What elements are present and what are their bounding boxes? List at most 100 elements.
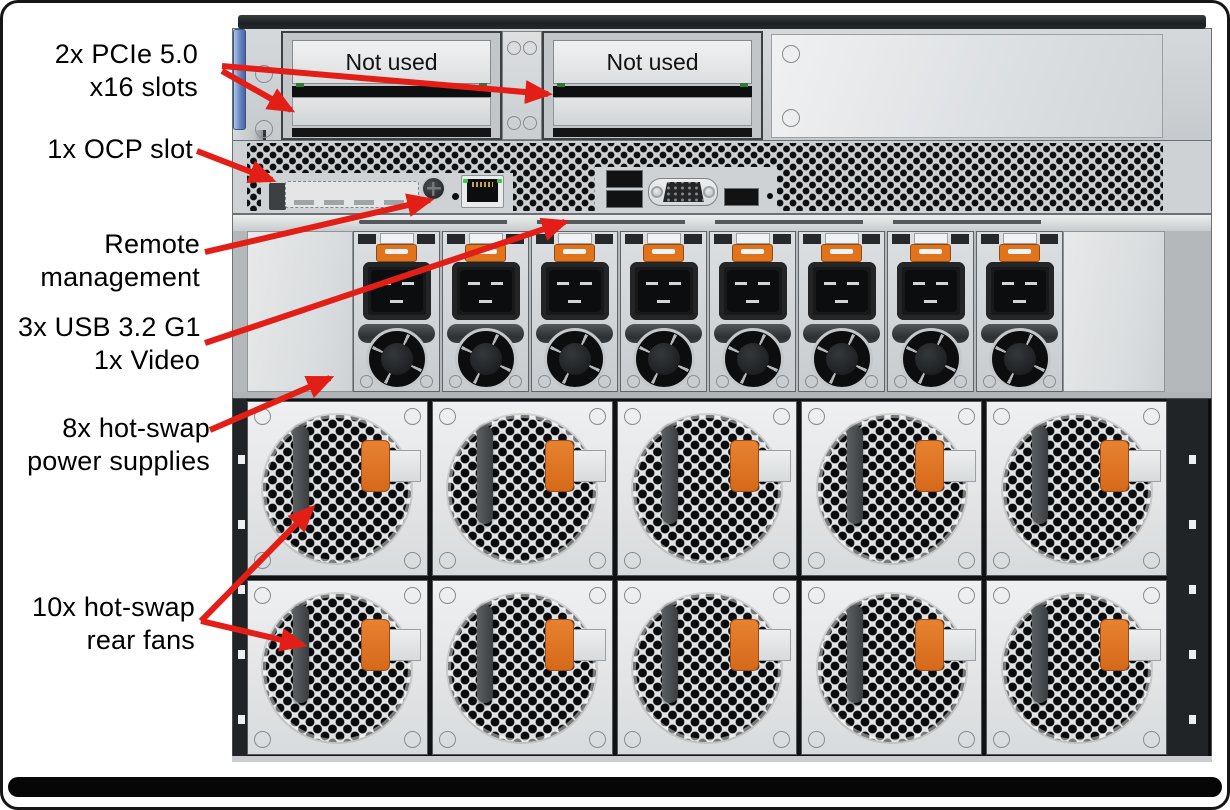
fan-handle [1031, 605, 1048, 703]
screw-icon [438, 587, 456, 604]
psu-module [353, 231, 440, 392]
callout-line: x16 slots [89, 72, 198, 102]
screw-icon [588, 587, 606, 604]
screw-icon [1143, 731, 1160, 748]
psu-release-latch [821, 244, 862, 262]
release-latch-left [233, 29, 246, 130]
psu-bay-blank-right [1063, 231, 1165, 392]
screw-icon [1143, 552, 1160, 569]
fan-module [431, 580, 613, 755]
usb-port-icon [606, 170, 643, 188]
pcie-slot-filler-plate: Not used [292, 40, 491, 84]
pcie-riser-section: Not used Not used [232, 28, 1212, 338]
pinhole-icon [767, 193, 773, 199]
callout-power-supplies: 8x hot-swap power supplies [16, 412, 210, 478]
psu-pull-tab [1002, 233, 1037, 244]
callout-pcie-slots: 2x PCIe 5.0 x16 slots [20, 38, 198, 104]
pcie-slot-blank [292, 97, 491, 126]
rj45-management-port-icon [461, 175, 504, 208]
callout-line: 3x USB 3.2 G1 [18, 312, 201, 342]
psu-pull-tab [646, 233, 681, 244]
psu-fan-icon [899, 328, 962, 390]
psu-vent [981, 234, 1000, 244]
fan-grille-icon [448, 414, 597, 563]
psu-vent [803, 234, 822, 244]
psu-module [620, 231, 707, 392]
screw-icon [993, 587, 1011, 604]
screw-icon [254, 587, 271, 604]
screw-icon [982, 375, 996, 388]
fan-release-latch [360, 619, 390, 671]
screw-icon [523, 41, 537, 55]
screw-icon [509, 375, 523, 388]
port-led-icon [463, 179, 468, 183]
fan-handle [1031, 426, 1048, 524]
psu-vent [416, 234, 435, 244]
screw-icon [623, 731, 641, 748]
psu-pull-tab [557, 233, 592, 244]
screw-icon [773, 552, 791, 569]
vga-screw-icon [703, 186, 715, 198]
fan-section [232, 398, 1212, 760]
screw-icon [254, 731, 271, 748]
psu-vent [505, 234, 524, 244]
screw-icon [958, 731, 976, 748]
fan-module [986, 401, 1167, 576]
psu-fan-icon [543, 328, 606, 390]
psu-module [442, 231, 529, 392]
screw-icon [808, 552, 826, 569]
ocp-slot [285, 181, 419, 208]
fan-grille-icon [817, 593, 966, 742]
fan-latch-tab [387, 629, 422, 661]
psu-release-latch [732, 244, 773, 262]
psu-power-inlet-icon [896, 262, 965, 320]
callout-rear-fans: 10x hot-swap rear fans [14, 591, 195, 657]
vga-port-icon [648, 178, 718, 206]
psu-fan-icon [721, 328, 784, 390]
callout-line: power supplies [27, 446, 210, 476]
pcie-riser-1: Not used [281, 31, 502, 140]
callout-remote-management: Remote management [20, 228, 200, 294]
screw-icon [808, 587, 826, 604]
usb-port-icon [606, 190, 643, 208]
psu-power-inlet-icon [362, 262, 431, 320]
fan-handle [662, 605, 679, 703]
psu-module [709, 231, 796, 392]
fan-cage-wall-right [1167, 399, 1211, 759]
fan-release-latch [1099, 440, 1129, 492]
screw-icon [958, 587, 976, 604]
screw-icon [588, 731, 606, 748]
fan-grille-icon [632, 593, 781, 742]
screw-icon [773, 587, 791, 604]
fan-release-latch [730, 619, 760, 671]
fan-module [247, 580, 428, 755]
fan-handle [292, 605, 309, 703]
psu-release-latch [376, 244, 417, 262]
psu-vent [861, 234, 880, 244]
rear-io-section [232, 140, 1212, 214]
fan-latch-tab [757, 450, 792, 482]
fan-handle [477, 426, 494, 524]
fan-release-latch [915, 619, 945, 671]
fan-latch-tab [757, 629, 792, 661]
screw-icon [804, 375, 818, 388]
screw-icon [438, 731, 456, 748]
screw-icon [808, 731, 826, 748]
chassis-top-edge [238, 15, 1206, 29]
screw-icon [626, 375, 640, 388]
not-used-label: Not used [345, 48, 438, 75]
pcb-tab [740, 83, 748, 87]
screw-icon [993, 408, 1011, 425]
psu-pull-tab [735, 233, 770, 244]
psu-pull-tab [824, 233, 859, 244]
psu-vent [950, 234, 969, 244]
rear-filler-panel [771, 34, 1163, 138]
psu-release-latch [643, 244, 684, 262]
callout-line: rear fans [86, 625, 195, 655]
fan-latch-tab [1126, 629, 1161, 661]
screw-icon [403, 408, 421, 425]
fan-latch-tab [1126, 450, 1161, 482]
psu-fan-icon [632, 328, 695, 390]
screw-icon [1143, 408, 1160, 425]
